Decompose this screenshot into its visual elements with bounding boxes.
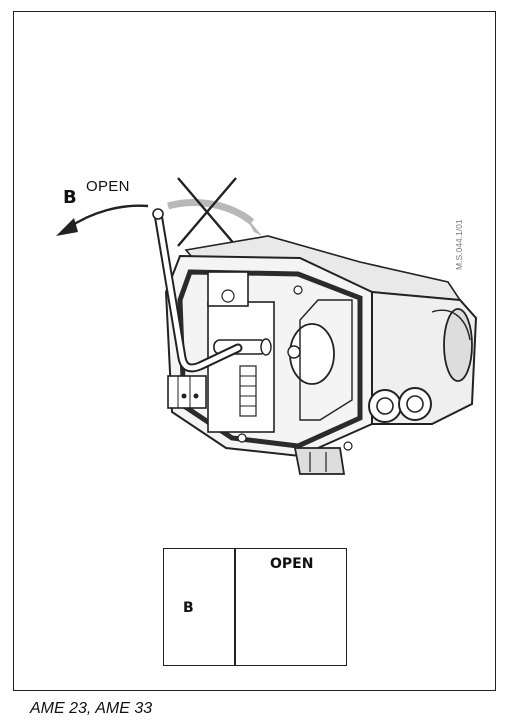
wrong-direction-arrow	[167, 199, 255, 225]
reference-code: M.S.044.1/01	[454, 219, 464, 270]
label-b: B	[63, 187, 77, 208]
wrong-arrow-head	[244, 214, 262, 236]
figure-frame	[13, 11, 496, 691]
figure-caption: AME 23, AME 33	[30, 700, 153, 717]
actuator-housing	[164, 235, 478, 475]
hex-key-tool	[152, 208, 243, 373]
open-direction-arrow	[67, 204, 149, 229]
label-open: OPEN	[86, 178, 130, 195]
legend-open-label: OPEN	[270, 556, 314, 572]
open-arrow-head	[56, 218, 78, 236]
legend-divider	[234, 549, 236, 665]
legend-box	[163, 548, 347, 666]
legend-b-label: B	[183, 600, 194, 616]
cross-mark-b	[177, 177, 237, 247]
